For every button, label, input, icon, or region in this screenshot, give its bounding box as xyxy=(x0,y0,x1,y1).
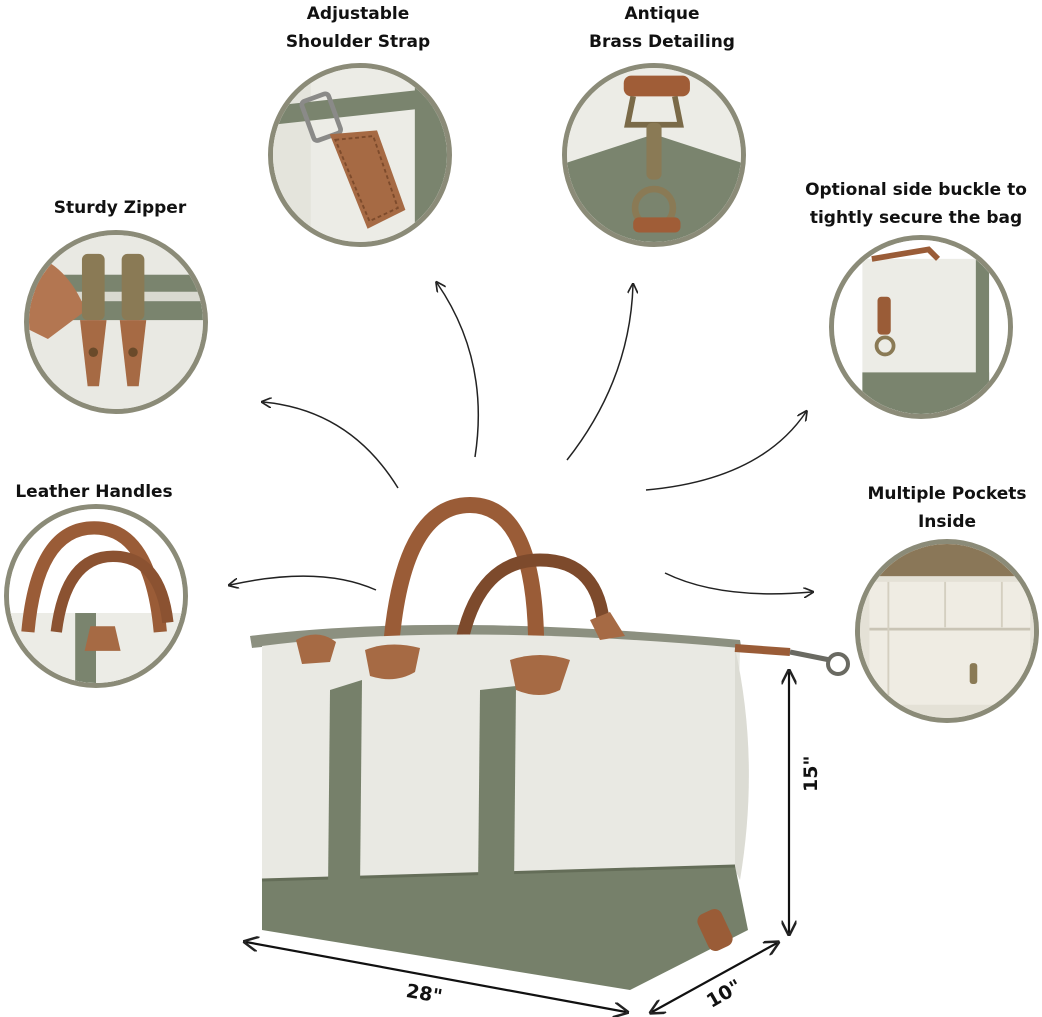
label-leather-handles: Leather Handles xyxy=(15,482,173,502)
arrow-to-handles xyxy=(230,575,377,591)
label-multiple-pockets: Multiple Pockets Inside xyxy=(852,480,1042,536)
detail-sturdy-zipper xyxy=(24,230,208,414)
label-side-buckle-line2: tightly secure the bag xyxy=(809,208,1023,228)
label-brass-line1: Antique xyxy=(624,4,700,24)
label-pockets-line1: Multiple Pockets xyxy=(867,484,1027,504)
depth-dimension-line xyxy=(652,943,777,1012)
detail-shoulder-strap xyxy=(268,63,452,247)
arrow-to-brass xyxy=(566,285,633,461)
label-shoulder-strap: Adjustable Shoulder Strap xyxy=(268,0,448,56)
dimension-height: 15" xyxy=(800,755,822,792)
arrow-to-zipper xyxy=(263,402,399,489)
arrow-to-pockets xyxy=(664,572,812,594)
label-brass-detailing: Antique Brass Detailing xyxy=(562,0,762,56)
weekender-bag xyxy=(250,496,850,990)
label-side-buckle-line1: Optional side buckle to xyxy=(805,180,1027,200)
arrow-to-side-buckle xyxy=(645,412,806,491)
label-shoulder-strap-line2: Shoulder Strap xyxy=(285,32,431,52)
label-pockets-line2: Inside xyxy=(917,512,977,532)
label-side-buckle: Optional side buckle to tightly secure t… xyxy=(796,176,1036,232)
detail-brass-detailing xyxy=(562,63,746,247)
detail-side-buckle xyxy=(829,235,1013,419)
width-dimension-line xyxy=(246,942,626,1012)
detail-multiple-pockets xyxy=(855,539,1039,723)
label-brass-line2: Brass Detailing xyxy=(589,32,735,52)
arrow-to-shoulder-strap xyxy=(437,283,480,458)
label-shoulder-strap-line1: Adjustable xyxy=(306,4,410,24)
label-sturdy-zipper: Sturdy Zipper xyxy=(53,198,187,218)
